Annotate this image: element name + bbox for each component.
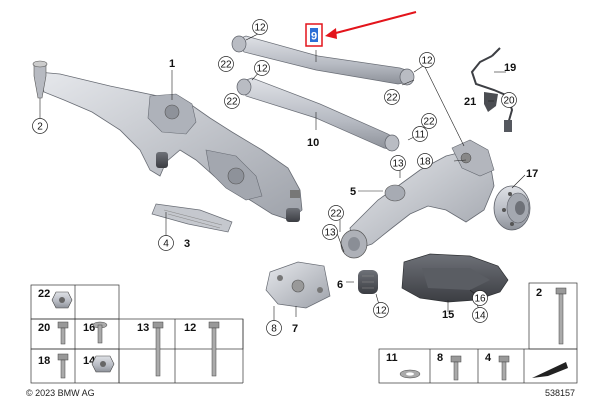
sensor-bracket[interactable] bbox=[484, 92, 498, 112]
svg-text:22: 22 bbox=[220, 60, 232, 71]
callout-1[interactable]: 1 bbox=[169, 58, 175, 70]
bolt-icon bbox=[57, 353, 69, 379]
self-locking-nut-icon bbox=[91, 355, 115, 373]
table-label-4[interactable]: 4 bbox=[485, 352, 492, 364]
callout-22-mount[interactable]: 22 bbox=[328, 205, 344, 221]
callout-21[interactable]: 21 bbox=[464, 96, 476, 108]
underbody-cover[interactable] bbox=[401, 253, 509, 303]
svg-text:22: 22 bbox=[330, 209, 342, 220]
svg-text:12: 12 bbox=[375, 306, 387, 317]
callout-2[interactable]: 2 bbox=[32, 118, 48, 134]
tall-bolt-icon bbox=[555, 287, 567, 345]
callout-labels: 1 2 4 3 5 6 8 7 9 10 12 22 bbox=[32, 19, 538, 336]
callout-14[interactable]: 14 bbox=[472, 307, 488, 323]
callout-10[interactable]: 10 bbox=[307, 137, 319, 149]
wheel-hub[interactable] bbox=[493, 185, 531, 231]
callout-5[interactable]: 5 bbox=[350, 186, 356, 198]
callout-20[interactable]: 20 bbox=[501, 92, 517, 108]
upper-control-arm[interactable] bbox=[231, 35, 415, 86]
callout-3[interactable]: 3 bbox=[184, 238, 190, 250]
fastener-table-labels: 22 20 16 13 12 18 14 bbox=[38, 288, 196, 367]
svg-text:20: 20 bbox=[503, 96, 515, 107]
nut-icon bbox=[51, 291, 73, 309]
callout-13[interactable]: 13 bbox=[390, 155, 406, 171]
table-label-11[interactable]: 11 bbox=[386, 352, 398, 364]
svg-text:12: 12 bbox=[421, 56, 433, 67]
svg-text:9: 9 bbox=[311, 31, 317, 43]
callout-22-upper-left[interactable]: 22 bbox=[218, 56, 234, 72]
callout-12-bottom[interactable]: 12 bbox=[373, 302, 389, 318]
bolt-icon bbox=[450, 355, 462, 381]
direction-arrow-icon bbox=[528, 358, 574, 380]
callout-22-right[interactable]: 22 bbox=[384, 89, 400, 105]
table-label-2[interactable]: 2 bbox=[536, 287, 542, 299]
wheel-speed-sensor[interactable] bbox=[470, 47, 514, 132]
bolt-icon bbox=[498, 355, 510, 381]
table-label-16[interactable]: 16 bbox=[83, 322, 95, 334]
callout-22-lower-left[interactable]: 22 bbox=[224, 93, 240, 109]
lower-control-arm[interactable] bbox=[236, 77, 400, 152]
svg-text:22: 22 bbox=[423, 117, 435, 128]
bolt-icon bbox=[57, 321, 69, 345]
svg-text:12: 12 bbox=[256, 64, 268, 75]
table-label-18[interactable]: 18 bbox=[38, 355, 50, 367]
callout-15[interactable]: 15 bbox=[442, 309, 454, 321]
washer-icon bbox=[399, 369, 421, 379]
callout-19[interactable]: 19 bbox=[504, 62, 516, 74]
svg-text:14: 14 bbox=[474, 311, 486, 322]
tall-bolt-panel: 2 bbox=[528, 282, 578, 350]
svg-text:18: 18 bbox=[419, 157, 431, 168]
callout-12-mid[interactable]: 12 bbox=[254, 60, 270, 76]
svg-text:13: 13 bbox=[324, 228, 336, 239]
svg-text:13: 13 bbox=[392, 159, 404, 170]
callout-11[interactable]: 11 bbox=[412, 126, 428, 142]
svg-text:16: 16 bbox=[474, 294, 486, 305]
svg-text:8: 8 bbox=[271, 324, 277, 335]
callout-12-top[interactable]: 12 bbox=[252, 19, 268, 35]
fastener-table-right bbox=[378, 348, 578, 384]
diagram-id: 538157 bbox=[545, 388, 575, 398]
protective-plate[interactable] bbox=[151, 203, 233, 233]
table-label-13[interactable]: 13 bbox=[137, 322, 149, 334]
copyright: © 2023 BMW AG bbox=[26, 388, 95, 398]
svg-text:2: 2 bbox=[37, 122, 43, 133]
callout-18[interactable]: 18 bbox=[417, 153, 433, 169]
fastener-table-right-labels: 11 8 4 bbox=[386, 352, 574, 381]
callout-6[interactable]: 6 bbox=[337, 279, 343, 291]
support-bracket[interactable] bbox=[265, 261, 331, 309]
callout-12-right[interactable]: 12 bbox=[419, 52, 435, 68]
svg-text:4: 4 bbox=[163, 239, 169, 250]
wheel-carrier[interactable] bbox=[340, 139, 495, 259]
long-bolt-icon bbox=[208, 321, 220, 377]
svg-text:11: 11 bbox=[415, 130, 426, 141]
fastener-table-left bbox=[30, 284, 244, 384]
callout-13-mount[interactable]: 13 bbox=[322, 224, 338, 240]
callout-16[interactable]: 16 bbox=[472, 290, 488, 306]
callout-22-arm[interactable]: 22 bbox=[421, 113, 437, 129]
rear-subframe[interactable] bbox=[32, 60, 303, 222]
table-label-8[interactable]: 8 bbox=[437, 352, 443, 364]
washer-bolt-icon bbox=[92, 321, 108, 344]
long-bolt-icon bbox=[152, 321, 164, 377]
rubber-mount[interactable] bbox=[358, 270, 378, 294]
svg-text:22: 22 bbox=[386, 93, 398, 104]
callout-4[interactable]: 4 bbox=[158, 235, 174, 251]
callout-7[interactable]: 7 bbox=[292, 323, 298, 335]
callout-9-selected[interactable]: 9 bbox=[305, 23, 323, 47]
svg-text:12: 12 bbox=[254, 23, 266, 34]
table-label-22[interactable]: 22 bbox=[38, 288, 50, 300]
callout-17[interactable]: 17 bbox=[526, 168, 538, 180]
fastener-icons-left bbox=[51, 291, 220, 379]
callout-8[interactable]: 8 bbox=[266, 320, 282, 336]
table-label-20[interactable]: 20 bbox=[38, 322, 50, 334]
svg-text:22: 22 bbox=[226, 97, 238, 108]
highlight-arrow bbox=[325, 11, 417, 39]
table-label-12[interactable]: 12 bbox=[184, 322, 196, 334]
